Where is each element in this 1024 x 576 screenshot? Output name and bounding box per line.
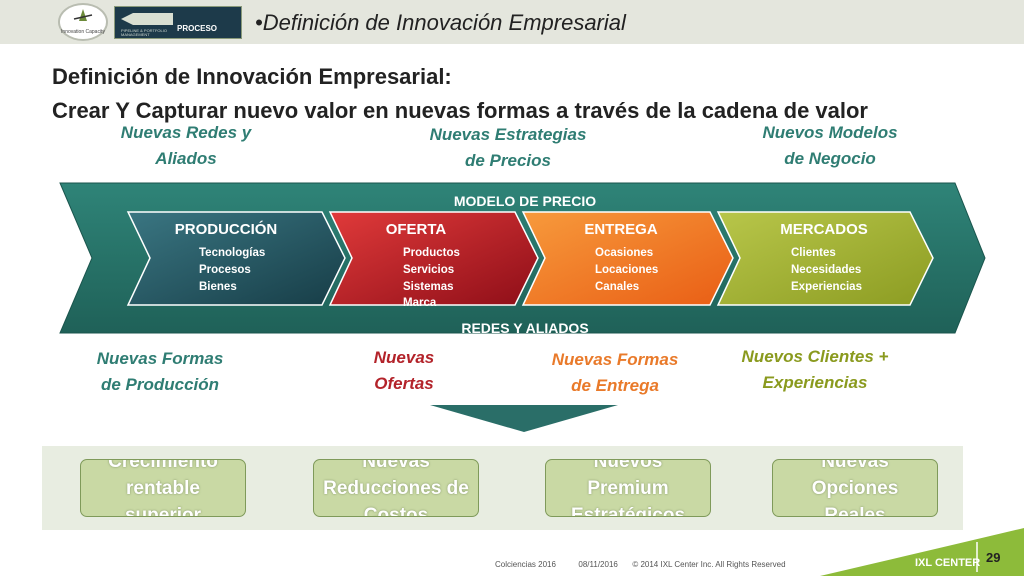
bottom-label-ofertas: Nuevas Ofertas (344, 345, 464, 397)
stage-item: Marca (403, 297, 437, 309)
headline-line-2: Crear Y Capturar nuevo valor en nuevas f… (52, 98, 868, 123)
stage-title-entrega: ENTREGA (584, 221, 658, 238)
top-label-precios: Nuevas Estrategias de Precios (408, 122, 608, 174)
bottom-label-produccion: Nuevas Formas de Producción (70, 346, 250, 398)
top-label-modelos-line2: de Negocio (784, 149, 876, 168)
result-label-reducciones: Nuevas Reducciones de Costos (323, 459, 469, 517)
bottom-label-entrega-line1: Nuevas Formas (551, 350, 679, 369)
bottom-label-ofertas-line2: Ofertas (374, 374, 434, 393)
stage-item: Sistemas (403, 281, 454, 293)
stage-title-produccion: PRODUCCIÓN (175, 220, 278, 238)
proceso-badge: PIPELINE & PORTFOLIO MANAGEMENT PROCESO (114, 6, 242, 39)
proceso-label: PROCESO (177, 24, 218, 33)
result-label-opciones: Nuevas Opciones Reales (811, 459, 899, 517)
bottom-label-entrega-line2: de Entrega (571, 376, 659, 395)
stage-chevron-entrega (521, 211, 734, 306)
result-box-reducciones: Nuevas Reducciones de Costos (313, 459, 479, 517)
slide-topic: •Definición de Innovación Empresarial (255, 10, 626, 35)
stage-title-oferta: OFERTA (386, 221, 447, 238)
footer-source: Colciencias 2016 (495, 560, 556, 569)
stage-item: Tecnologías (199, 247, 265, 259)
stage-chevron-oferta (328, 211, 539, 306)
bottom-label-ofertas-line1: Nuevas (373, 348, 435, 367)
footer-date: 08/11/2016 (578, 560, 618, 569)
down-arrow (430, 405, 618, 432)
bottom-label-clientes-line1: Nuevos Clientes + (741, 347, 889, 366)
result-box-crecimiento: Crecimiento rentable superior (80, 459, 246, 517)
bottom-label-clientes: Nuevos Clientes + Experiencias (720, 344, 910, 396)
bottom-label-entrega: Nuevas Formas de Entrega (525, 347, 705, 399)
top-label-redes-line2: Aliados (155, 149, 217, 168)
top-label-modelos: Nuevos Modelos de Negocio (740, 120, 920, 172)
page-number: 29 (986, 550, 1001, 565)
pipeline-icon (121, 13, 173, 25)
stage-item: Bienes (199, 281, 237, 293)
stage-item: Necesidades (791, 264, 861, 276)
top-label-redes: Nuevas Redes y Aliados (96, 120, 276, 172)
bottom-label-produccion-line2: de Producción (100, 375, 220, 394)
stage-title-mercados: MERCADOS (780, 221, 868, 238)
stage-item: Servicios (403, 264, 454, 276)
stage-item: Canales (595, 281, 639, 293)
top-label-modelos-line1: Nuevos Modelos (762, 123, 898, 142)
pipeline-text: PIPELINE & PORTFOLIO MANAGEMENT (121, 28, 167, 37)
result-box-premium: Nuevos Premium Estratégicos (545, 459, 711, 517)
top-label-precios-line1: Nuevas Estrategias (429, 125, 587, 144)
result-box-opciones: Nuevas Opciones Reales (772, 459, 938, 517)
footer-copyright: © 2014 IXL Center Inc. All Rights Reserv… (632, 560, 786, 569)
stage-item: Experiencias (791, 281, 862, 293)
result-label-premium: Nuevos Premium Estratégicos (570, 459, 686, 517)
top-label-precios-line2: de Precios (465, 151, 551, 170)
stage-chevron-produccion (126, 211, 346, 306)
footer-swoosh: IXL CENTER (820, 528, 1024, 576)
band-bottom-label: REDES Y ALIADOS (461, 320, 588, 336)
stage-item: Locaciones (595, 264, 658, 276)
band-top-label: MODELO DE PRECIO (454, 193, 596, 209)
headline-line-1: Definición de Innovación Empresarial: (52, 64, 452, 89)
footer-text: Colciencias 2016 08/11/2016 © 2014 IXL C… (495, 560, 786, 569)
stage-item: Productos (403, 247, 460, 259)
logo-text: Innovation Capacity (61, 29, 105, 35)
bottom-label-produccion-line1: Nuevas Formas (96, 349, 224, 368)
innovation-capacity-logo: Innovation Capacity (58, 3, 108, 41)
logo-mark-icon (73, 9, 93, 21)
value-chain-diagram: MODELO DE PRECIO REDES Y ALIADOS PRODUCC… (59, 182, 986, 432)
stage-item: Ocasiones (595, 247, 653, 259)
top-label-redes-line1: Nuevas Redes y (120, 123, 252, 142)
stage-chevron-mercados (716, 211, 934, 306)
result-label-crecimiento: Crecimiento rentable superior (108, 459, 218, 517)
stage-item: Procesos (199, 264, 251, 276)
stage-item: Clientes (791, 247, 836, 259)
bottom-label-clientes-line2: Experiencias (762, 373, 868, 392)
footer-brand: IXL CENTER (915, 557, 980, 569)
